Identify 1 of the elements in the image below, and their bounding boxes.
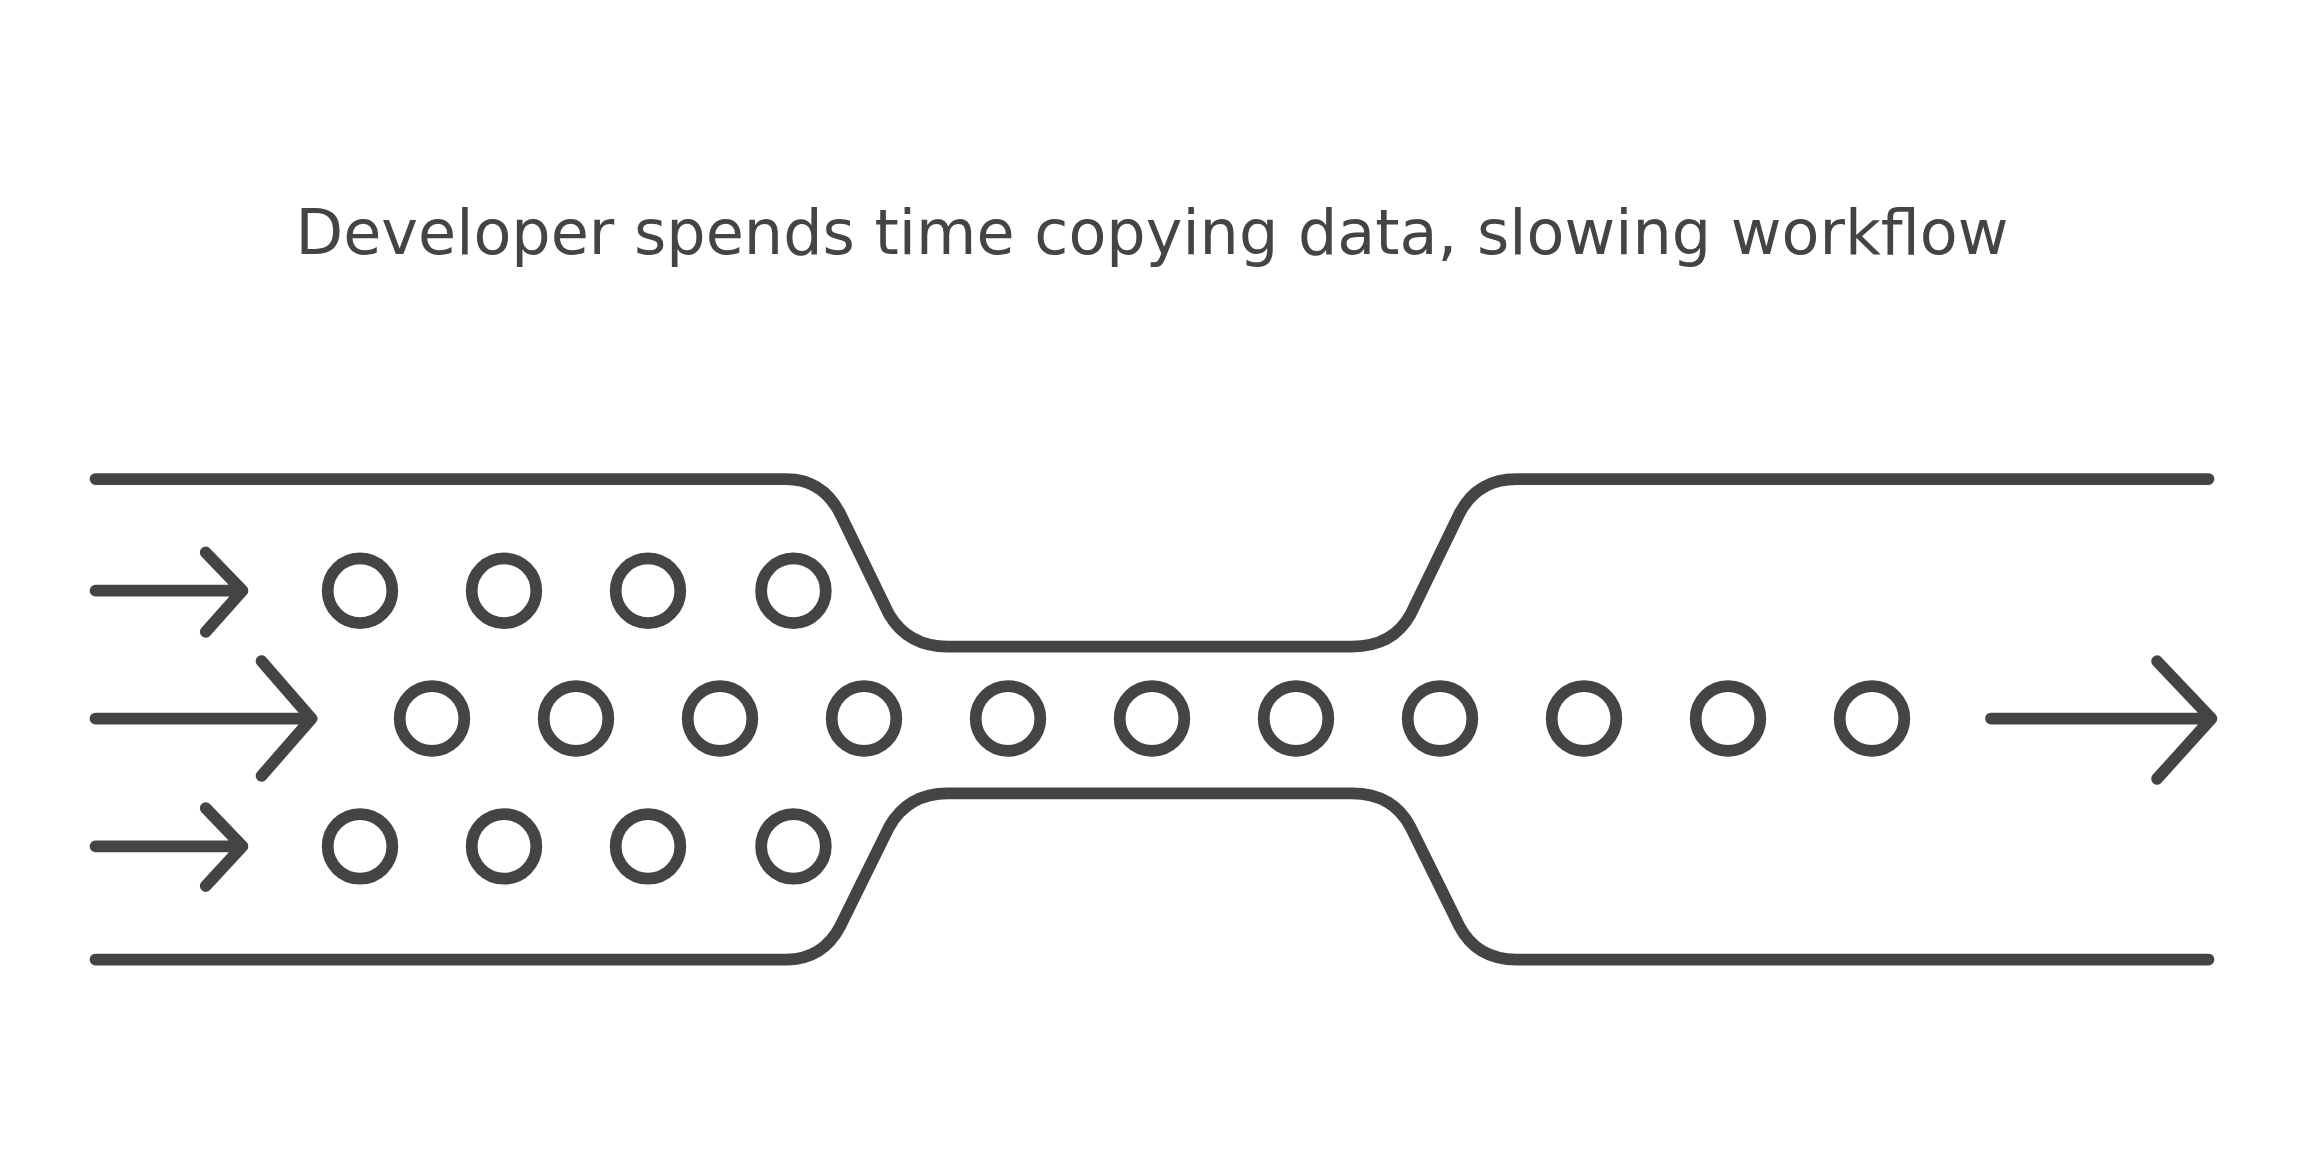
title: Developer spends time copying data, slowing workflow: [294, 195, 2010, 271]
